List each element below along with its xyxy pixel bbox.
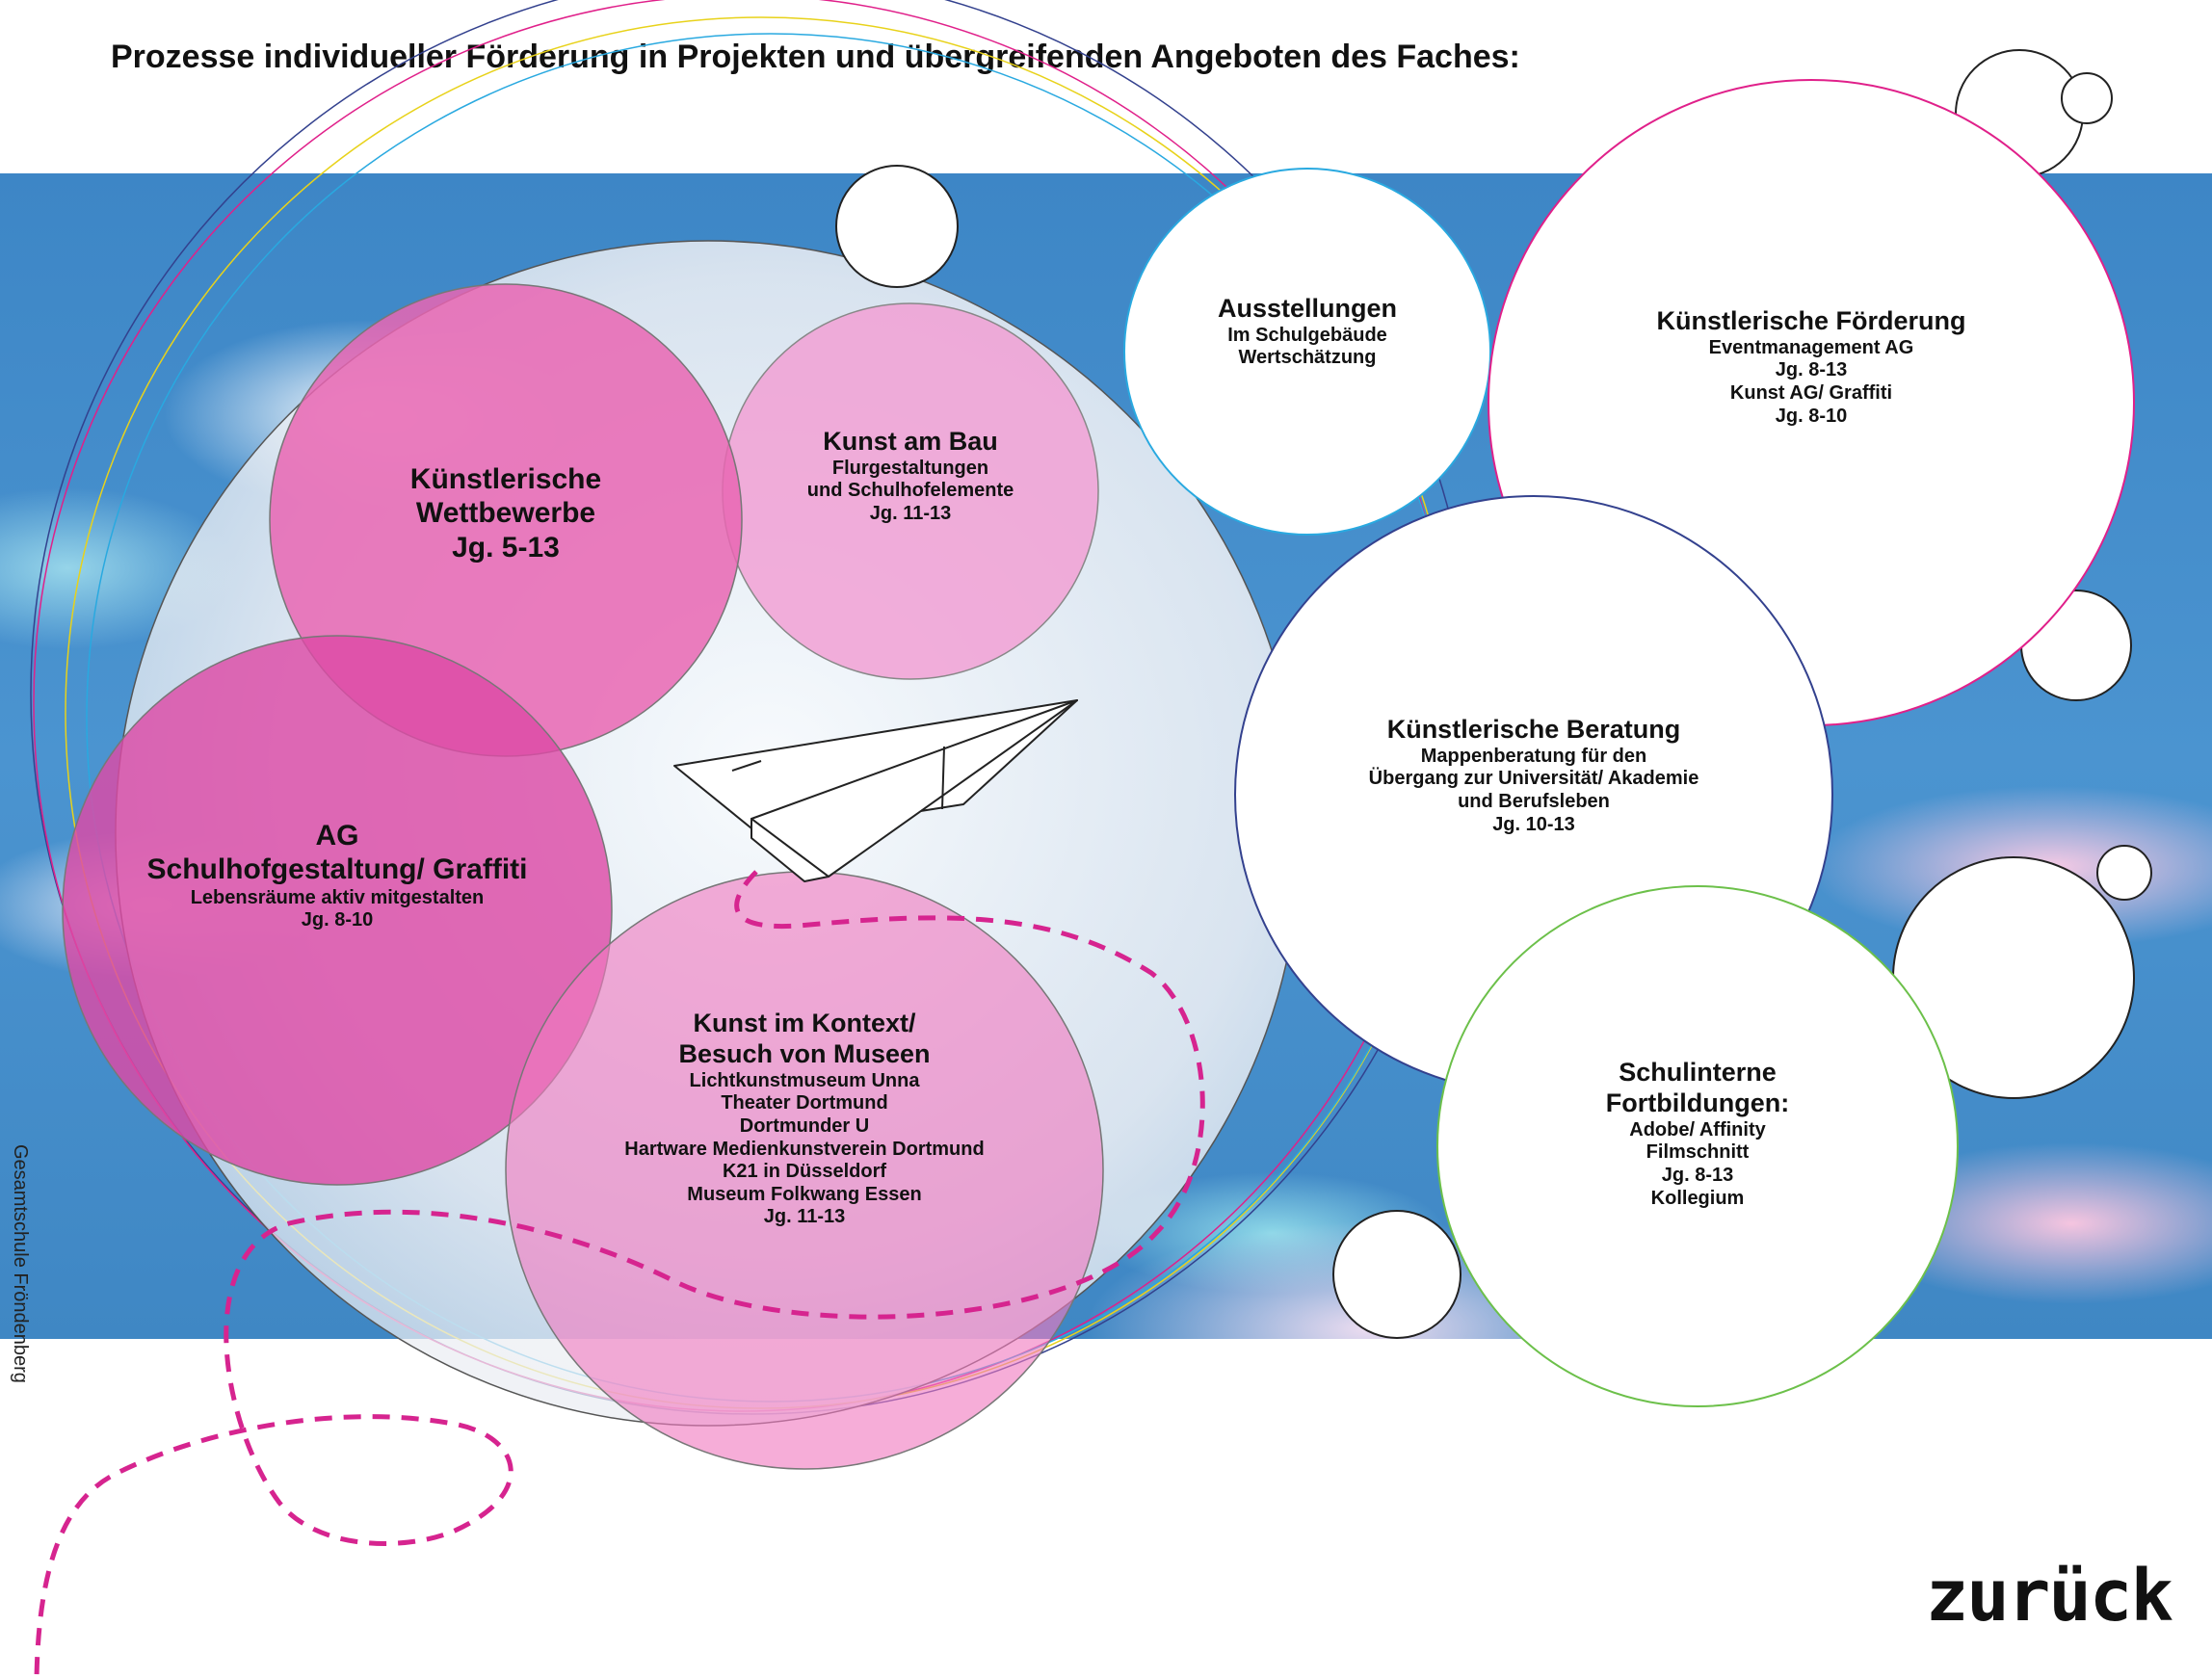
- kontext-label: Kunst im Kontext/ Besuch von Museen Lich…: [624, 1009, 984, 1229]
- beratung-line: Mappenberatung für den: [1420, 745, 1647, 767]
- beratung-line: Übergang zur Universität/ Akademie: [1368, 768, 1699, 790]
- kontext-item: K21 in Düsseldorf: [722, 1161, 887, 1183]
- beratung-line: und Berufsleben: [1458, 791, 1610, 813]
- fortbildung-line: Kollegium: [1650, 1187, 1745, 1209]
- kontext-heading1: Kunst im Kontext/: [693, 1009, 916, 1037]
- kunst-am-bau-heading: Kunst am Bau: [823, 427, 998, 456]
- ag-heading2: Schulhofgestaltung/ Graffiti: [146, 853, 528, 886]
- foerderung-line: Kunst AG/ Graffiti: [1729, 382, 1893, 405]
- kontext-heading2: Besuch von Museen: [678, 1038, 931, 1068]
- paper-plane-icon: [673, 699, 1078, 882]
- bubble-ag: [62, 635, 613, 1186]
- ausstellungen-line2: Wertschätzung: [1238, 347, 1377, 369]
- small-bubbles: [835, 49, 2152, 1339]
- fortbildung-line: Adobe/ Affinity: [1629, 1118, 1766, 1141]
- kunst-am-bau-line2: und Schulhofelemente: [806, 480, 1014, 502]
- page-title: Prozesse individueller Förderung in Proj…: [111, 39, 1520, 75]
- ag-line2: Jg. 8-10: [301, 909, 374, 931]
- kunst-am-bau-line3: Jg. 11-13: [869, 503, 952, 525]
- ausstellungen-line1: Im Schulgebäude: [1227, 324, 1387, 346]
- kontext-item: Museum Folkwang Essen: [687, 1183, 922, 1205]
- ag-heading1: AG: [315, 820, 359, 852]
- kunst-am-bau-label: Kunst am Bau Flurgestaltungen und Schulh…: [807, 427, 1014, 526]
- fortbildung-heading2: Fortbildungen:: [1605, 1088, 1790, 1117]
- ag-label: AG Schulhofgestaltung/ Graffiti Lebensrä…: [147, 819, 528, 932]
- beratung-label: Künstlerische Beratung Mappenberatung fü…: [1369, 715, 1699, 836]
- fortbildung-heading1: Schulinterne: [1619, 1058, 1777, 1087]
- fortbildung-line: Jg. 8-13: [1661, 1164, 1734, 1186]
- kontext-item: Hartware Medienkunstverein Dortmund: [624, 1138, 985, 1160]
- wettbewerbe-line3: Jg. 5-13: [452, 531, 560, 564]
- foerderung-line: Eventmanagement AG: [1708, 336, 1914, 358]
- foerderung-label: Künstlerische Förderung Eventmanagement …: [1656, 306, 1965, 428]
- side-label: Gesamtschule Fröndenberg: [10, 1144, 31, 1383]
- kontext-item: Lichtkunstmuseum Unna: [689, 1069, 920, 1091]
- foerderung-line: Jg. 8-10: [1775, 405, 1848, 427]
- foerderung-heading: Künstlerische Förderung: [1656, 306, 1966, 335]
- kontext-item: Jg. 11-13: [763, 1206, 846, 1228]
- wettbewerbe-line2: Wettbewerbe: [415, 497, 596, 530]
- fortbildung-line: Filmschnitt: [1646, 1141, 1750, 1164]
- beratung-line: Jg. 10-13: [1492, 813, 1575, 835]
- kontext-item: Theater Dortmund: [721, 1092, 888, 1114]
- ag-line1: Lebensräume aktiv mitgestalten: [190, 886, 485, 908]
- beratung-heading: Künstlerische Beratung: [1386, 715, 1681, 744]
- bubble-fortbildung: [1436, 885, 1959, 1407]
- wettbewerbe-line1: Künstlerische: [409, 463, 602, 495]
- back-link[interactable]: zurück: [1925, 1555, 2173, 1638]
- fortbildung-label: Schulinterne Fortbildungen: Adobe/ Affin…: [1606, 1058, 1789, 1210]
- ausstellungen-heading: Ausstellungen: [1217, 294, 1398, 323]
- kontext-item: Dortmunder U: [739, 1114, 870, 1137]
- foerderung-line: Jg. 8-13: [1775, 359, 1848, 381]
- bubble-ausstellungen: [1123, 168, 1491, 536]
- ausstellungen-label: Ausstellungen Im Schulgebäude Wertschätz…: [1218, 294, 1397, 370]
- wettbewerbe-label: Künstlerische Wettbewerbe Jg. 5-13: [410, 462, 601, 564]
- kunst-am-bau-line1: Flurgestaltungen: [831, 457, 989, 479]
